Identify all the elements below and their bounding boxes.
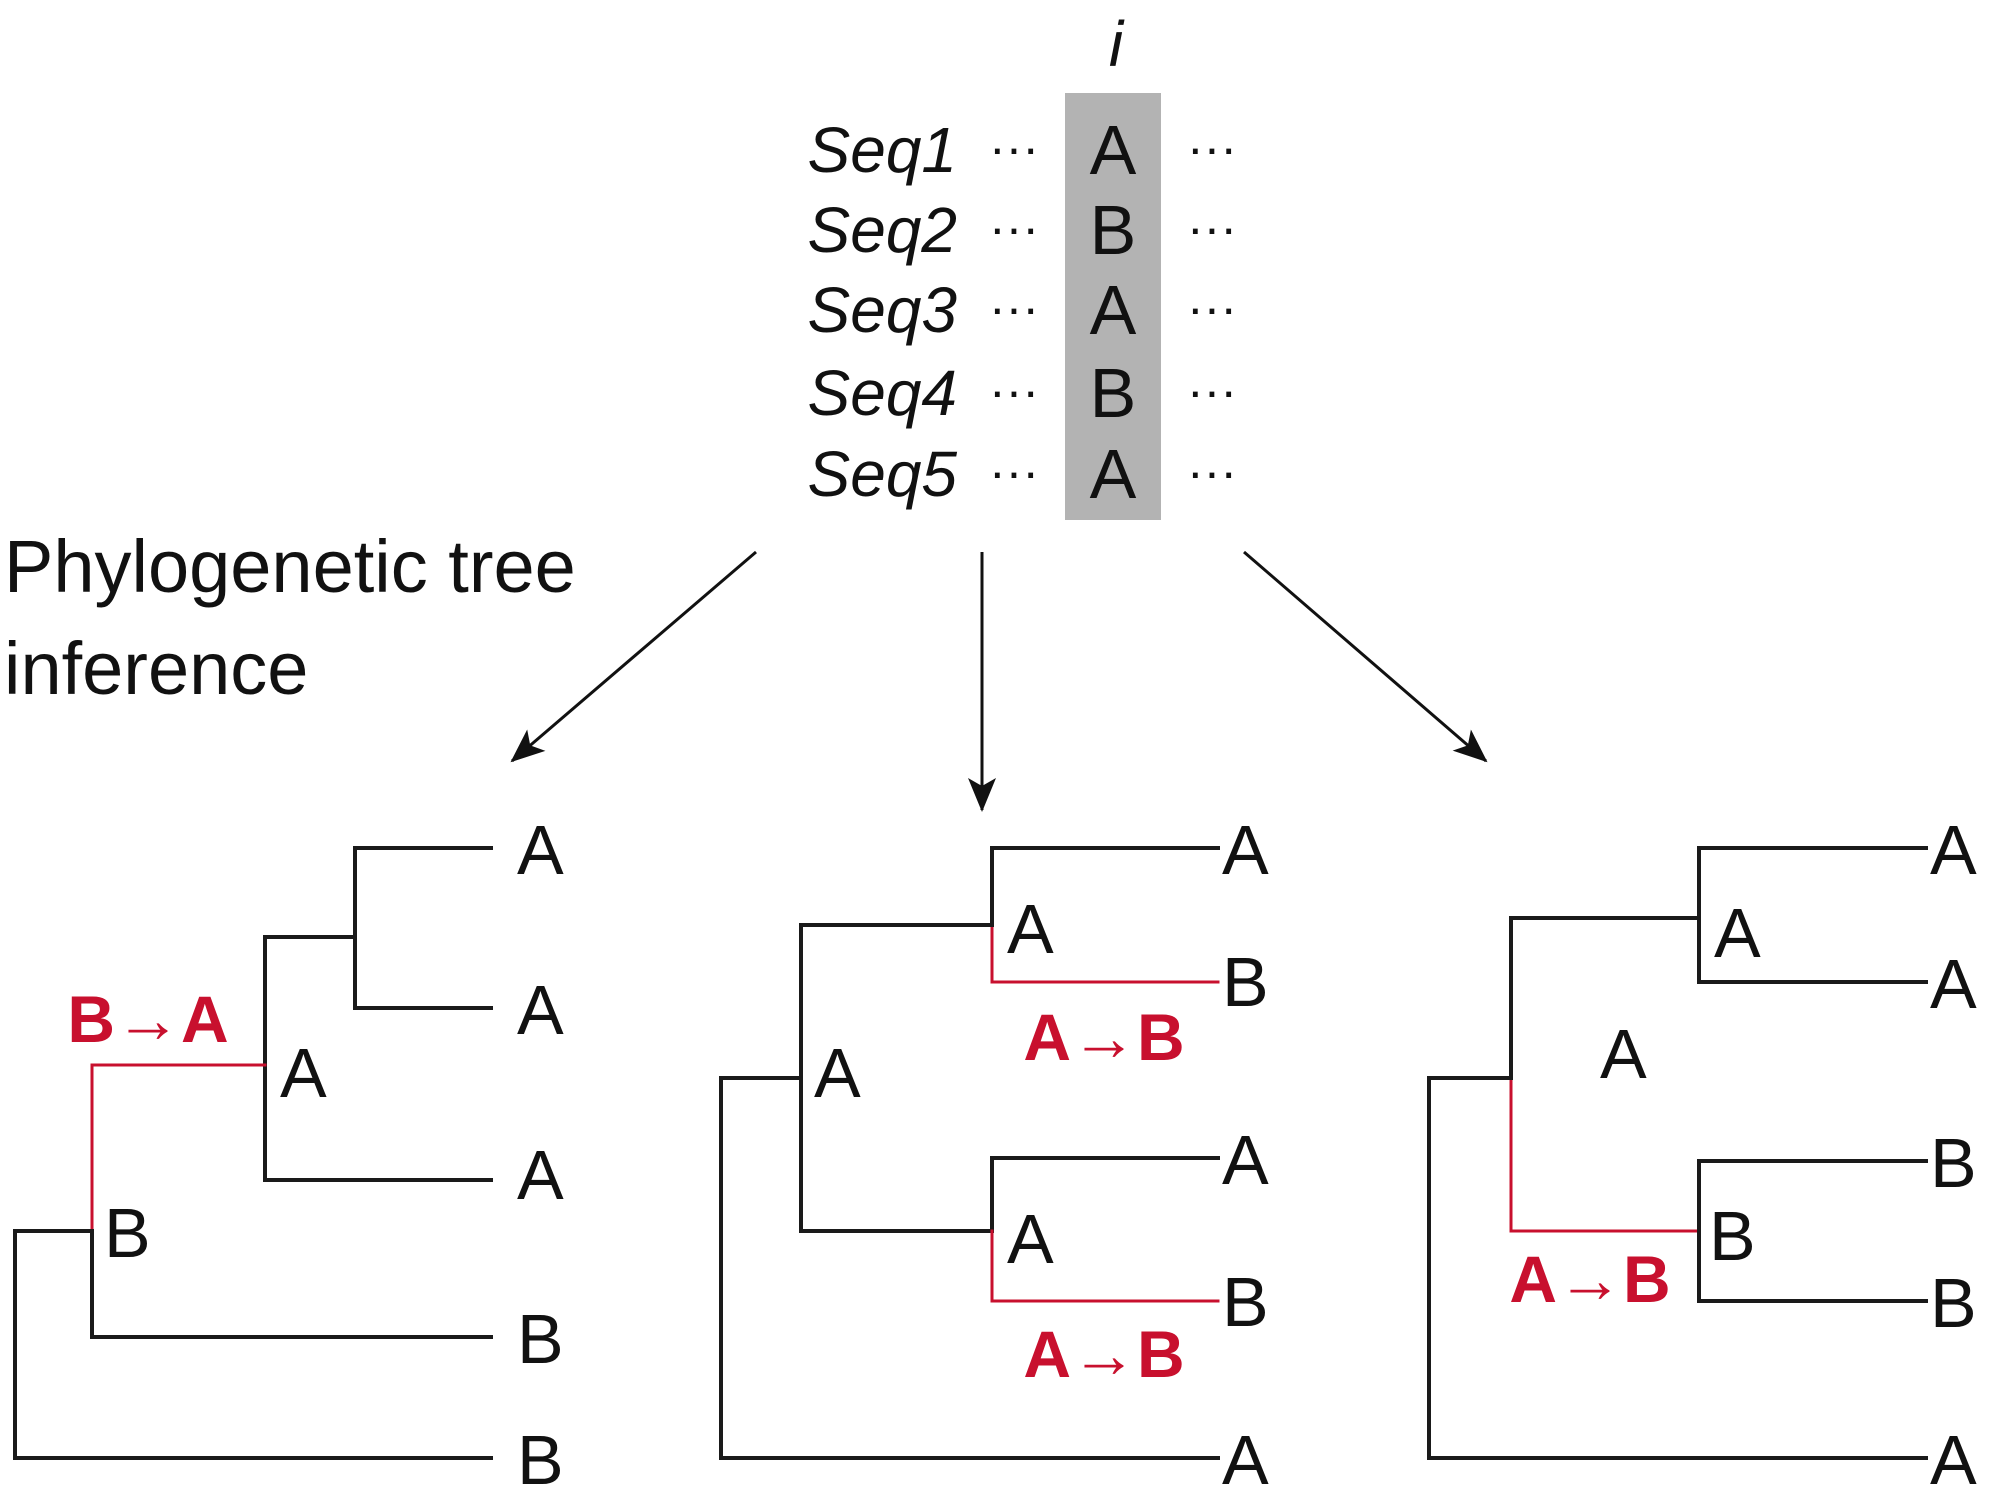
ellipsis-right: ··· — [1187, 200, 1237, 256]
state-change-label: A→B — [1509, 1242, 1670, 1316]
ellipsis-left: ··· — [989, 200, 1039, 256]
leaf-label: A — [1222, 811, 1269, 889]
alignment-row: Seq1 ··· A ··· — [808, 111, 1237, 189]
state-change-label: A→B — [1023, 1000, 1184, 1074]
ellipsis-right: ··· — [1187, 363, 1237, 419]
leaf-label: B — [1930, 1124, 1977, 1202]
alignment-row: Seq4 ··· B ··· — [808, 354, 1237, 432]
ancestral-state: A — [1600, 1015, 1647, 1093]
site-state: A — [1090, 271, 1137, 349]
site-state: B — [1090, 354, 1137, 432]
state-change-label: B→A — [67, 982, 228, 1056]
sequence-alignment: i Seq1 ··· A ··· Seq2 ··· B ··· Seq3 ···… — [808, 8, 1237, 520]
leaf-label: B — [517, 1421, 564, 1496]
branch — [353, 846, 493, 1010]
leaf-label: B — [517, 1300, 564, 1378]
changed-branch — [90, 1063, 267, 1233]
state-change-label: A→B — [1023, 1317, 1184, 1391]
leaf-label: A — [517, 811, 564, 889]
site-label: i — [1109, 8, 1125, 80]
ellipsis-left: ··· — [989, 120, 1039, 176]
branch — [1697, 846, 1928, 984]
leaf-label: A — [1930, 811, 1977, 889]
process-label-line1: Phylogenetic tree — [4, 525, 576, 608]
leaf-label: A — [517, 971, 564, 1049]
site-highlight — [1065, 93, 1161, 520]
process-label-line2: inference — [4, 627, 308, 710]
leaf-label: A — [1930, 945, 1977, 1023]
branch — [990, 1156, 1220, 1233]
site-state: A — [1090, 111, 1137, 189]
ellipsis-left: ··· — [989, 280, 1039, 336]
arrow-to-tree-3 — [1243, 550, 1488, 763]
branch — [90, 1229, 493, 1339]
alignment-row: Seq3 ··· A ··· — [808, 271, 1237, 349]
ancestral-state: A — [814, 1034, 861, 1112]
leaf-label: A — [1930, 1421, 1977, 1496]
leaf-label: A — [1222, 1121, 1269, 1199]
ancestral-state: A — [1007, 1200, 1054, 1278]
branch — [1427, 1076, 1928, 1460]
ellipsis-right: ··· — [1187, 280, 1237, 336]
leaf-label: B — [1222, 1263, 1269, 1341]
arrow-to-tree-1 — [510, 550, 757, 763]
alignment-row: Seq2 ··· B ··· — [808, 191, 1237, 269]
tree-1: A A A B B A B B→A — [13, 811, 564, 1496]
tree-3: A A B B A A A B A→B — [1427, 811, 1977, 1496]
alignment-row: Seq5 ··· A ··· — [808, 435, 1237, 513]
branch — [990, 846, 1220, 927]
branch — [719, 1076, 1220, 1460]
changed-branch — [1509, 1076, 1701, 1233]
sequence-name: Seq1 — [808, 114, 957, 186]
ellipsis-left: ··· — [989, 363, 1039, 419]
ellipsis-right: ··· — [1187, 444, 1237, 500]
site-state: A — [1090, 435, 1137, 513]
ancestral-state: A — [1714, 894, 1761, 972]
branch — [263, 935, 493, 1182]
sequence-name: Seq2 — [808, 194, 957, 266]
sequence-name: Seq3 — [808, 274, 958, 346]
site-state: B — [1090, 191, 1137, 269]
ellipsis-right: ··· — [1187, 120, 1237, 176]
ancestral-state: B — [104, 1194, 151, 1272]
leaf-label: A — [1222, 1421, 1269, 1496]
ellipsis-left: ··· — [989, 444, 1039, 500]
branch — [1509, 916, 1701, 1080]
changed-branch — [990, 1229, 1220, 1303]
leaf-label: B — [1930, 1264, 1977, 1342]
tree-2: A B A B A A A A A→B A→B — [719, 811, 1269, 1496]
sequence-name: Seq5 — [808, 438, 958, 510]
branch — [1697, 1159, 1928, 1303]
ancestral-state: A — [1007, 890, 1054, 968]
branch — [13, 1229, 493, 1460]
leaf-label: B — [1222, 943, 1269, 1021]
sequence-name: Seq4 — [808, 357, 957, 429]
ancestral-state: A — [280, 1034, 327, 1112]
changed-branch — [990, 923, 1220, 984]
ancestral-state: B — [1709, 1197, 1756, 1275]
leaf-label: A — [517, 1136, 564, 1214]
